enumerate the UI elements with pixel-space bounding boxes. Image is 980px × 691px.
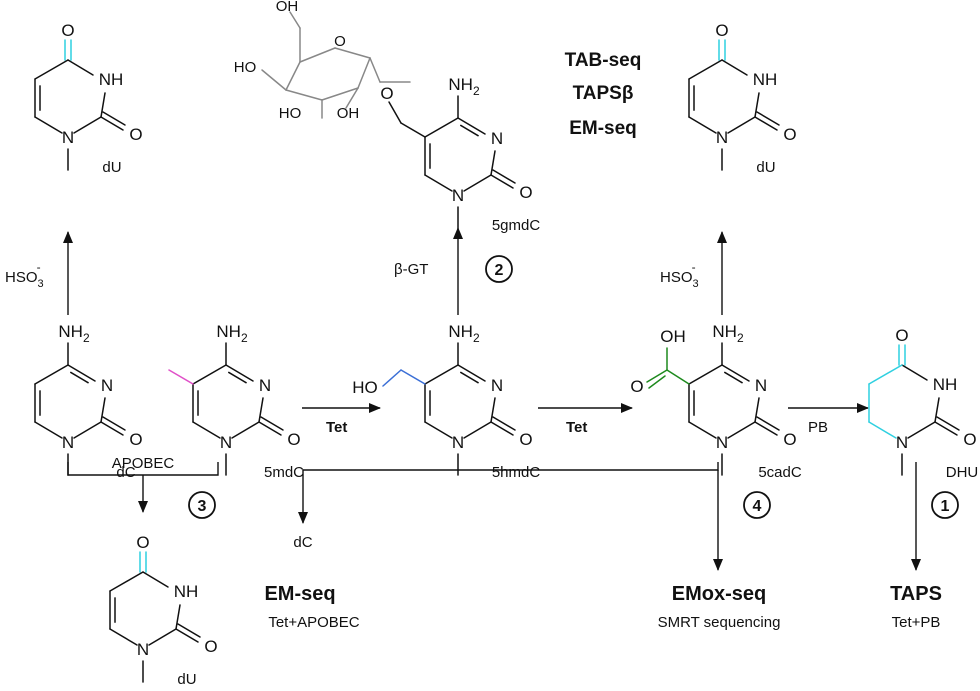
svg-text:O: O <box>715 21 728 40</box>
hso3-label-left: HSO3- <box>5 260 44 290</box>
pb-label: PB <box>808 419 828 436</box>
top-method-taps-beta: TAPSβ <box>573 83 634 104</box>
emox-seq-name: EMox-seq <box>672 583 766 605</box>
em-seq-desc: Tet+APOBEC <box>268 614 359 631</box>
svg-text:O: O <box>129 430 142 449</box>
svg-text:N: N <box>491 129 503 148</box>
step-2-circle: 2 <box>485 255 513 283</box>
hso3-label-right: HSO3- <box>660 260 699 290</box>
svg-text:O: O <box>519 183 532 202</box>
svg-text:O: O <box>129 125 142 144</box>
taps-name: TAPS <box>890 583 942 605</box>
svg-text:5cadC: 5cadC <box>758 464 802 481</box>
svg-text:N: N <box>716 128 728 147</box>
svg-text:NH: NH <box>933 375 958 394</box>
svg-text:N: N <box>259 376 271 395</box>
svg-text:O: O <box>204 637 217 656</box>
svg-text:5hmdC: 5hmdC <box>492 464 541 481</box>
step-markers: 2 3 4 1 <box>188 255 959 519</box>
svg-text:OH: OH <box>276 0 299 15</box>
molecule-du-bottom: O NH N OdU <box>109 533 218 688</box>
svg-text:N: N <box>896 433 908 452</box>
svg-text:O: O <box>136 533 149 552</box>
svg-text:NH2: NH2 <box>448 322 480 345</box>
svg-text:N: N <box>62 433 74 452</box>
svg-text:N: N <box>755 376 767 395</box>
method-labels: TAB-seq TAPSβ EM-seq dC EM-seq Tet+APOBE… <box>264 50 941 631</box>
svg-text:O: O <box>630 377 643 396</box>
svg-text:dU: dU <box>756 159 775 176</box>
molecule-dhu: O NH N O DHU <box>868 326 979 481</box>
svg-text:O: O <box>334 33 346 50</box>
svg-text:N: N <box>101 376 113 395</box>
svg-text:1: 1 <box>941 498 950 515</box>
svg-text:NH2: NH2 <box>712 322 744 345</box>
svg-text:DHU: DHU <box>946 464 979 481</box>
svg-text:2: 2 <box>495 262 504 279</box>
svg-text:5mdC: 5mdC <box>264 464 304 481</box>
svg-text:4: 4 <box>753 498 762 515</box>
step-4-circle: 4 <box>743 491 771 519</box>
taps-desc: Tet+PB <box>892 614 941 631</box>
top-method-em-seq: EM-seq <box>569 118 637 139</box>
svg-text:HO: HO <box>279 105 302 122</box>
svg-text:N: N <box>62 128 74 147</box>
svg-text:NH2: NH2 <box>58 322 90 345</box>
tet-label-1: Tet <box>326 419 347 436</box>
top-method-tab-seq: TAB-seq <box>565 50 642 71</box>
apobec-label: APOBEC <box>112 455 175 472</box>
svg-text:dU: dU <box>102 159 121 176</box>
tet-label-2: Tet <box>566 419 587 436</box>
svg-text:3: 3 <box>198 498 207 515</box>
svg-text:5gmdC: 5gmdC <box>492 217 541 234</box>
svg-text:N: N <box>220 433 232 452</box>
svg-text:NH2: NH2 <box>448 75 480 98</box>
svg-text:O: O <box>380 84 393 103</box>
svg-text:O: O <box>61 21 74 40</box>
svg-text:dU: dU <box>177 671 196 688</box>
svg-text:OH: OH <box>337 105 360 122</box>
svg-text:O: O <box>895 326 908 345</box>
em-seq-name: EM-seq <box>264 583 335 605</box>
svg-text:O: O <box>963 430 976 449</box>
em-seq-product: dC <box>293 534 312 551</box>
svg-text:NH: NH <box>174 582 199 601</box>
svg-text:O: O <box>783 430 796 449</box>
glucose-ring: O OH HO HO OH <box>234 0 411 122</box>
svg-text:N: N <box>491 376 503 395</box>
svg-text:O: O <box>287 430 300 449</box>
reagent-labels: HSO3- HSO3- β-GT Tet Tet PB APOBEC <box>5 260 828 472</box>
molecule-du-top-right: O NH N OdU <box>688 21 797 176</box>
svg-text:N: N <box>137 640 149 659</box>
step-3-circle: 3 <box>188 491 216 519</box>
svg-text:HO: HO <box>234 59 257 76</box>
emox-seq-desc: SMRT sequencing <box>658 614 781 631</box>
molecule-du-top-left: O NH N OdU <box>34 21 143 176</box>
svg-text:NH: NH <box>99 70 124 89</box>
svg-text:N: N <box>452 186 464 205</box>
svg-text:HO: HO <box>352 378 378 397</box>
svg-text:N: N <box>716 433 728 452</box>
svg-text:NH2: NH2 <box>216 322 248 345</box>
bgt-label: β-GT <box>394 261 428 278</box>
svg-text:N: N <box>452 433 464 452</box>
svg-text:O: O <box>783 125 796 144</box>
svg-text:OH: OH <box>660 327 686 346</box>
step-1-circle: 1 <box>931 491 959 519</box>
svg-text:O: O <box>519 430 532 449</box>
svg-text:NH: NH <box>753 70 778 89</box>
svg-text:dC: dC <box>116 464 135 481</box>
